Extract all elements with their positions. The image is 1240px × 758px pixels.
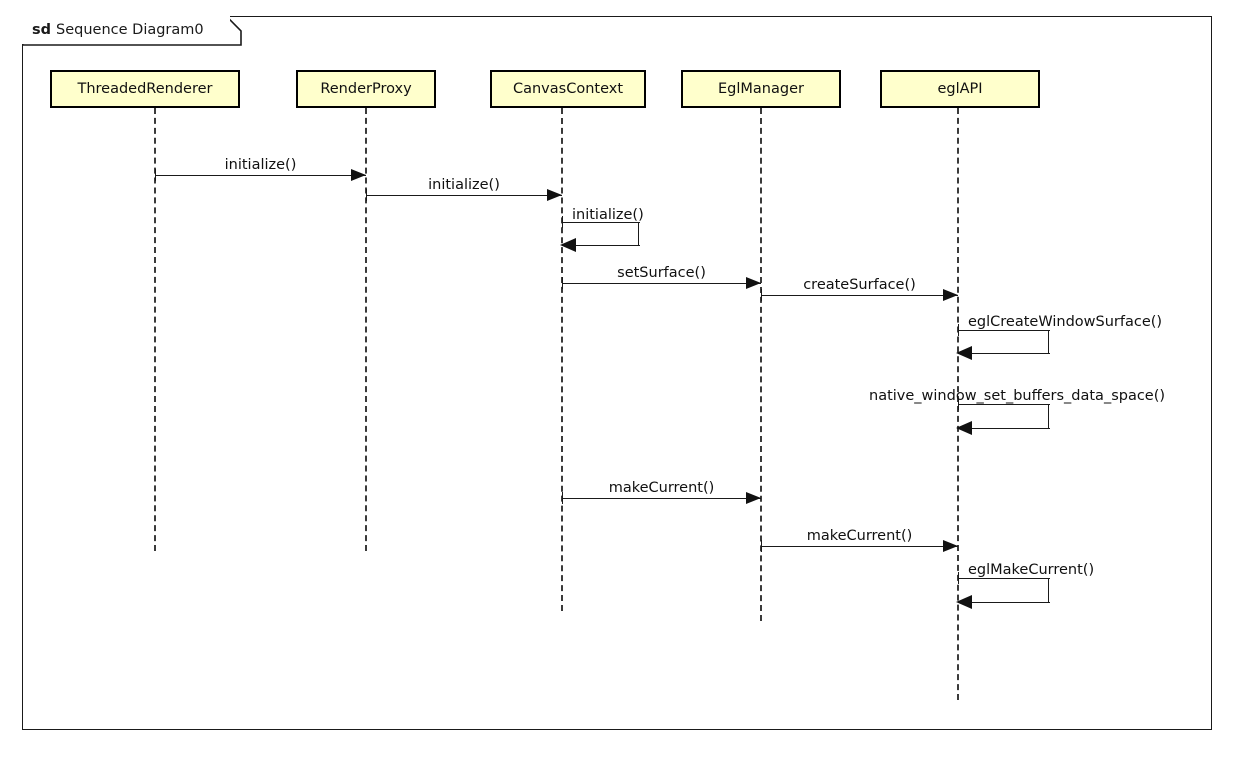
self-message-bottom-segment xyxy=(958,602,1050,603)
message-tail xyxy=(761,289,762,301)
self-message-right-segment xyxy=(1048,330,1050,353)
self-message-right-segment xyxy=(1048,404,1050,428)
message-arrowhead xyxy=(547,189,562,201)
self-message-label: eglCreateWindowSurface() xyxy=(968,314,1163,330)
self-message-label: eglMakeCurrent() xyxy=(968,562,1095,578)
message-label: makeCurrent() xyxy=(608,480,715,496)
lifeline-label: CanvasContext xyxy=(512,81,624,97)
self-message-arrowhead xyxy=(956,346,972,360)
frame-label-tab: sd Sequence Diagram0 xyxy=(22,16,242,46)
message-tail xyxy=(155,169,156,181)
lifeline-label: ThreadedRenderer xyxy=(77,81,213,97)
message-tail xyxy=(562,277,563,289)
frame-name-label: Sequence Diagram0 xyxy=(56,22,204,38)
message-label: makeCurrent() xyxy=(806,528,913,544)
message-label: setSurface() xyxy=(617,265,706,281)
message-arrowhead xyxy=(746,277,761,289)
message-label: initialize() xyxy=(224,157,297,173)
message-line xyxy=(562,283,761,284)
message-line xyxy=(761,546,958,547)
self-message-arrowhead xyxy=(560,238,576,252)
self-message-s4[interactable] xyxy=(956,572,1050,609)
message-tail xyxy=(562,492,563,504)
lifeline-head-threadedrenderer[interactable]: ThreadedRenderer xyxy=(50,70,240,108)
message-arrowhead xyxy=(943,540,958,552)
message-arrowhead xyxy=(746,492,761,504)
message-tail xyxy=(366,189,367,201)
self-message-label: native_window_set_buffers_data_space() xyxy=(869,388,1166,404)
self-message-top-segment xyxy=(958,330,1050,331)
self-message-top-segment xyxy=(958,578,1050,579)
lifeline-canvascontext xyxy=(561,108,563,611)
self-message-arrowhead xyxy=(956,421,972,435)
message-label: createSurface() xyxy=(803,277,916,293)
message-line xyxy=(761,295,958,296)
self-message-right-segment xyxy=(1048,578,1050,602)
lifeline-head-eglapi[interactable]: eglAPI xyxy=(880,70,1040,108)
lifeline-label: eglAPI xyxy=(937,81,983,97)
frame-kind-label: sd xyxy=(32,22,52,38)
self-message-top-segment xyxy=(958,404,1050,405)
self-message-top-segment xyxy=(562,222,640,223)
lifeline-eglmanager xyxy=(760,108,762,621)
self-message-arrowhead xyxy=(956,595,972,609)
lifeline-label: RenderProxy xyxy=(320,81,412,97)
message-line xyxy=(562,498,761,499)
self-message-bottom-segment xyxy=(958,428,1050,429)
message-tail xyxy=(761,540,762,552)
diagram-frame xyxy=(22,16,1212,730)
self-message-bottom-segment xyxy=(562,245,640,246)
message-line xyxy=(155,175,366,176)
lifeline-threadedrenderer xyxy=(154,108,156,551)
message-arrowhead xyxy=(351,169,366,181)
self-message-s3[interactable] xyxy=(956,398,1050,435)
frame-label-text: sd Sequence Diagram0 xyxy=(22,16,230,44)
self-message-right-segment xyxy=(638,222,640,245)
self-message-s1[interactable] xyxy=(560,216,640,252)
self-message-bottom-segment xyxy=(958,353,1050,354)
message-arrowhead xyxy=(943,289,958,301)
self-message-label: initialize() xyxy=(572,207,644,223)
lifeline-label: EglManager xyxy=(718,81,804,97)
message-label: initialize() xyxy=(428,177,500,193)
lifeline-head-canvascontext[interactable]: CanvasContext xyxy=(490,70,646,108)
self-message-s2[interactable] xyxy=(956,324,1050,360)
lifeline-head-renderproxy[interactable]: RenderProxy xyxy=(296,70,436,108)
message-line xyxy=(366,195,562,196)
lifeline-head-eglmanager[interactable]: EglManager xyxy=(681,70,841,108)
lifeline-renderproxy xyxy=(365,108,367,551)
